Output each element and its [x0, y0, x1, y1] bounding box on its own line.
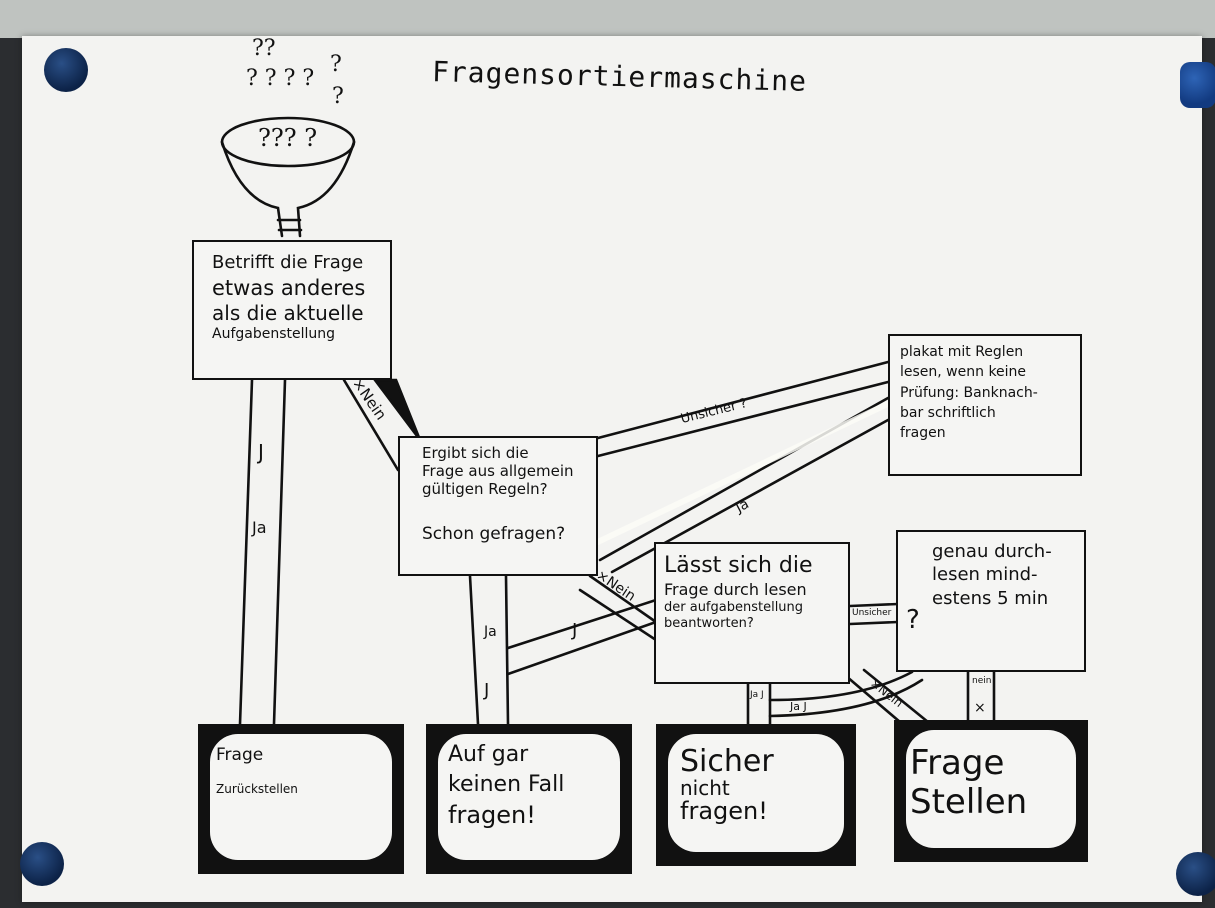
outcome-box-1-inner — [210, 734, 392, 860]
outcome-1-text: Frage Zurückstellen — [216, 746, 298, 796]
question-1-line: etwas anderes — [212, 275, 366, 300]
edge-reread-no — [966, 668, 996, 726]
edge-q2-no — [578, 574, 658, 642]
outcome-3-line: fragen! — [680, 796, 768, 825]
magnet-bottom-left — [20, 842, 64, 886]
outcome-box-1: Frage Zurückstellen — [198, 724, 404, 874]
question-1-line: Betrifft die Frage — [212, 252, 364, 273]
rules-text: plakat mit Reglen lesen, wenn keine Prüf… — [900, 342, 1038, 443]
rules-line: plakat mit Reglen — [900, 344, 1024, 360]
edge-label-q2-yes-j: J — [484, 680, 490, 701]
reread-question-mark: ? — [906, 605, 920, 635]
edge-label-reread-no-x: × — [974, 700, 986, 716]
rules-line: Prüfung: Banknach- — [900, 384, 1038, 401]
edge-q1-no-fill — [372, 378, 422, 441]
edge-label-q3-unsure: Unsicher — [852, 608, 892, 618]
outcome-3-line: Sicher — [680, 744, 774, 779]
tape-streak — [558, 395, 902, 563]
edge-q2-unsure — [596, 360, 890, 458]
reread-box: genau durch- lesen mind- estens 5 min ? — [896, 530, 1086, 672]
magnet-top-right — [1180, 62, 1215, 108]
edge-label-q2-yes-ja: Ja — [484, 624, 497, 640]
question-1-line: als die aktuelle — [212, 300, 364, 325]
outcome-box-4-inner — [906, 730, 1076, 848]
edge-q1-yes — [238, 378, 287, 726]
question-3-line: beantworten? — [664, 615, 754, 631]
edge-label-q1-yes-j: J — [258, 440, 264, 464]
question-2-line: Ergibt sich die — [422, 444, 529, 462]
question-2-line: gültigen Regeln? — [422, 480, 548, 498]
question-2-text: Ergibt sich die Frage aus allgemein gült… — [422, 444, 574, 544]
question-2-line: Frage aus allgemein — [422, 462, 574, 480]
funnel-body — [220, 140, 356, 238]
question-3-line: Lässt sich die — [664, 553, 813, 578]
question-box-1: Betrifft die Frage etwas anderes als die… — [192, 240, 392, 380]
outcome-4-line: Stellen — [910, 782, 1028, 823]
outcome-1-line: Zurückstellen — [216, 781, 298, 796]
rules-line: lesen, wenn keine — [900, 364, 1027, 381]
question-box-3: Lässt sich die Frage durch lesen der auf… — [654, 542, 850, 684]
funnel-spout — [276, 218, 303, 232]
edge-q2-j-to-q3 — [506, 598, 658, 676]
edge-label-reread-yes: Ja J — [790, 700, 807, 713]
question-2-line: Schon gefragen? — [422, 524, 566, 544]
outcome-box-2: Auf gar keinen Fall fragen! — [426, 724, 632, 874]
question-box-2: Ergibt sich die Frage aus allgemein gült… — [398, 436, 598, 576]
edge-q3-yes — [746, 680, 772, 726]
edge-q3-unsure — [848, 602, 900, 626]
outcome-box-3-inner — [668, 734, 844, 852]
edge-q3-no — [844, 668, 930, 724]
rules-box: plakat mit Reglen lesen, wenn keine Prüf… — [888, 334, 1082, 476]
magnet-bottom-right — [1176, 852, 1215, 896]
outcome-box-2-inner — [438, 734, 620, 860]
reread-text: genau durch- lesen mind- estens 5 min — [932, 540, 1052, 610]
reread-line: genau durch- — [932, 541, 1052, 562]
funnel-question-marks-top: ?? — [252, 36, 276, 61]
outcome-4-line: Frage — [910, 743, 1005, 783]
wall-background — [0, 0, 1215, 38]
outcome-2-line: fragen! — [448, 801, 536, 830]
outcome-box-3: Sicher nicht fragen! — [656, 724, 856, 866]
question-1-text: Betrifft die Frage etwas anderes als die… — [212, 252, 365, 343]
magnet-top-left — [44, 48, 88, 92]
outcome-2-line: keinen Fall — [448, 771, 565, 797]
outcome-2-line: Auf gar — [448, 742, 529, 767]
edge-reread-yes — [768, 670, 924, 718]
funnel-question-mark-right: ? — [330, 52, 342, 77]
funnel-question-marks-bowl: ??? ? — [258, 124, 318, 152]
reread-line: estens 5 min — [932, 587, 1049, 609]
rules-line: fragen — [900, 425, 946, 442]
rules-line: bar schriftlich — [900, 404, 996, 421]
edge-label-q1-yes-ja: Ja — [252, 518, 267, 537]
outcome-4-text: Frage Stellen — [910, 743, 1028, 823]
outcome-3-text: Sicher nicht fragen! — [680, 746, 774, 824]
outcome-2-text: Auf gar keinen Fall fragen! — [448, 740, 564, 832]
question-3-line: Frage durch lesen — [664, 579, 807, 599]
edge-label-q3-j: J — [572, 620, 578, 641]
funnel-question-mark-right2: ? — [332, 84, 344, 109]
funnel-question-marks-mid: ? ? ? ? — [246, 66, 315, 91]
edge-label-q3-yes-small: Ja J — [750, 690, 764, 700]
question-1-line: Aufgabenstellung — [212, 325, 336, 342]
outcome-box-4: Frage Stellen — [894, 720, 1088, 862]
outcome-1-line: Frage — [216, 745, 264, 765]
edge-q2-yes — [468, 574, 510, 726]
reread-line: lesen mind- — [932, 564, 1038, 586]
edge-label-reread-no: nein — [972, 676, 992, 686]
question-3-line: der aufgabenstellung — [664, 599, 804, 615]
question-2-line — [422, 498, 574, 524]
outcome-3-line: nicht — [680, 775, 730, 800]
question-3-text: Lässt sich die Frage durch lesen der auf… — [664, 552, 813, 632]
